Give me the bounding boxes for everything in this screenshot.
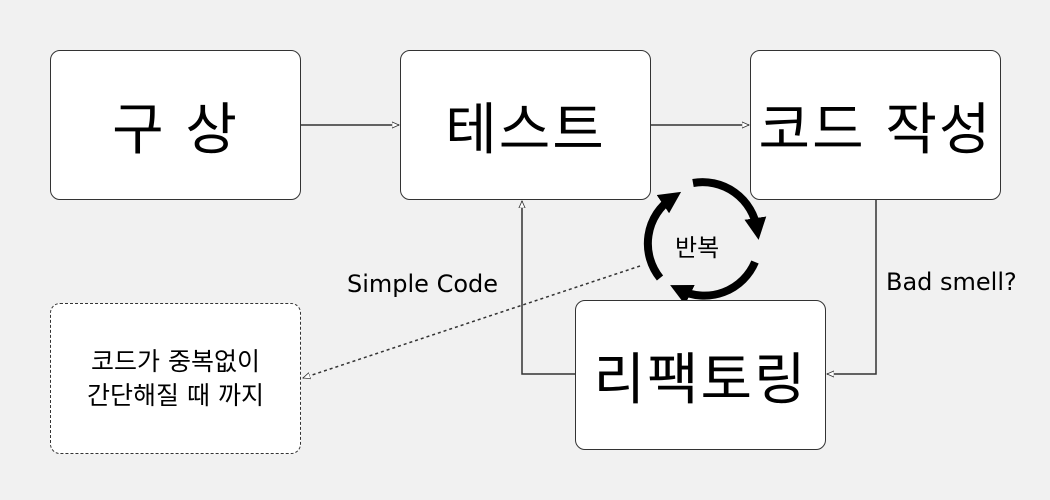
refactoring-label: 리팩토링 (593, 347, 808, 413)
cycle-arrows-icon (643, 178, 767, 305)
plan-label: 구 상 (112, 97, 239, 163)
test-box: 테스트 (400, 50, 651, 200)
plan-box: 구 상 (50, 50, 301, 200)
arrow-code-to-refactor (827, 200, 877, 374)
bad-smell-label: Bad smell? (886, 268, 1017, 296)
condition-note-box: 코드가 중복없이 간단해질 때 까지 (50, 303, 301, 454)
simple-code-label: Simple Code (347, 270, 499, 298)
arrow-dotted-to-note (303, 265, 641, 378)
test-label: 테스트 (445, 97, 606, 163)
code-writing-label: 코드 작성 (758, 97, 993, 163)
arrow-refactor-to-test (522, 201, 575, 375)
repeat-label: 반복 (675, 234, 720, 262)
note-line-2: 간단해질 때 까지 (87, 380, 264, 410)
refactoring-box: 리팩토링 (575, 300, 826, 450)
note-line-1: 코드가 중복없이 (91, 346, 260, 376)
code-writing-box: 코드 작성 (750, 50, 1001, 200)
